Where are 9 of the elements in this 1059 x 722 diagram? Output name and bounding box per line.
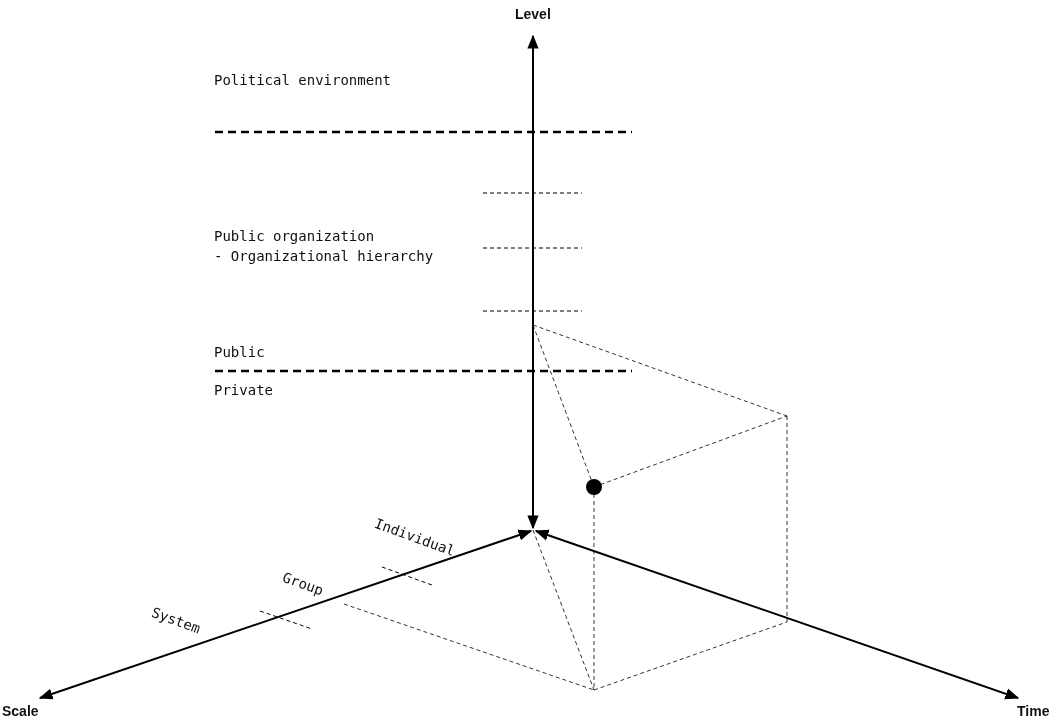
level-label: - Organizational hierarchy: [214, 248, 434, 264]
axis-title: Scale: [2, 703, 39, 719]
scale-label: Group: [280, 569, 326, 599]
axis-title: Level: [515, 6, 551, 22]
axis-title: Time: [1017, 703, 1050, 719]
level-label: Public organization: [214, 228, 375, 244]
level-label: Private: [214, 382, 273, 398]
level-label: Political environment: [214, 72, 391, 88]
level-label: Public: [214, 344, 265, 360]
